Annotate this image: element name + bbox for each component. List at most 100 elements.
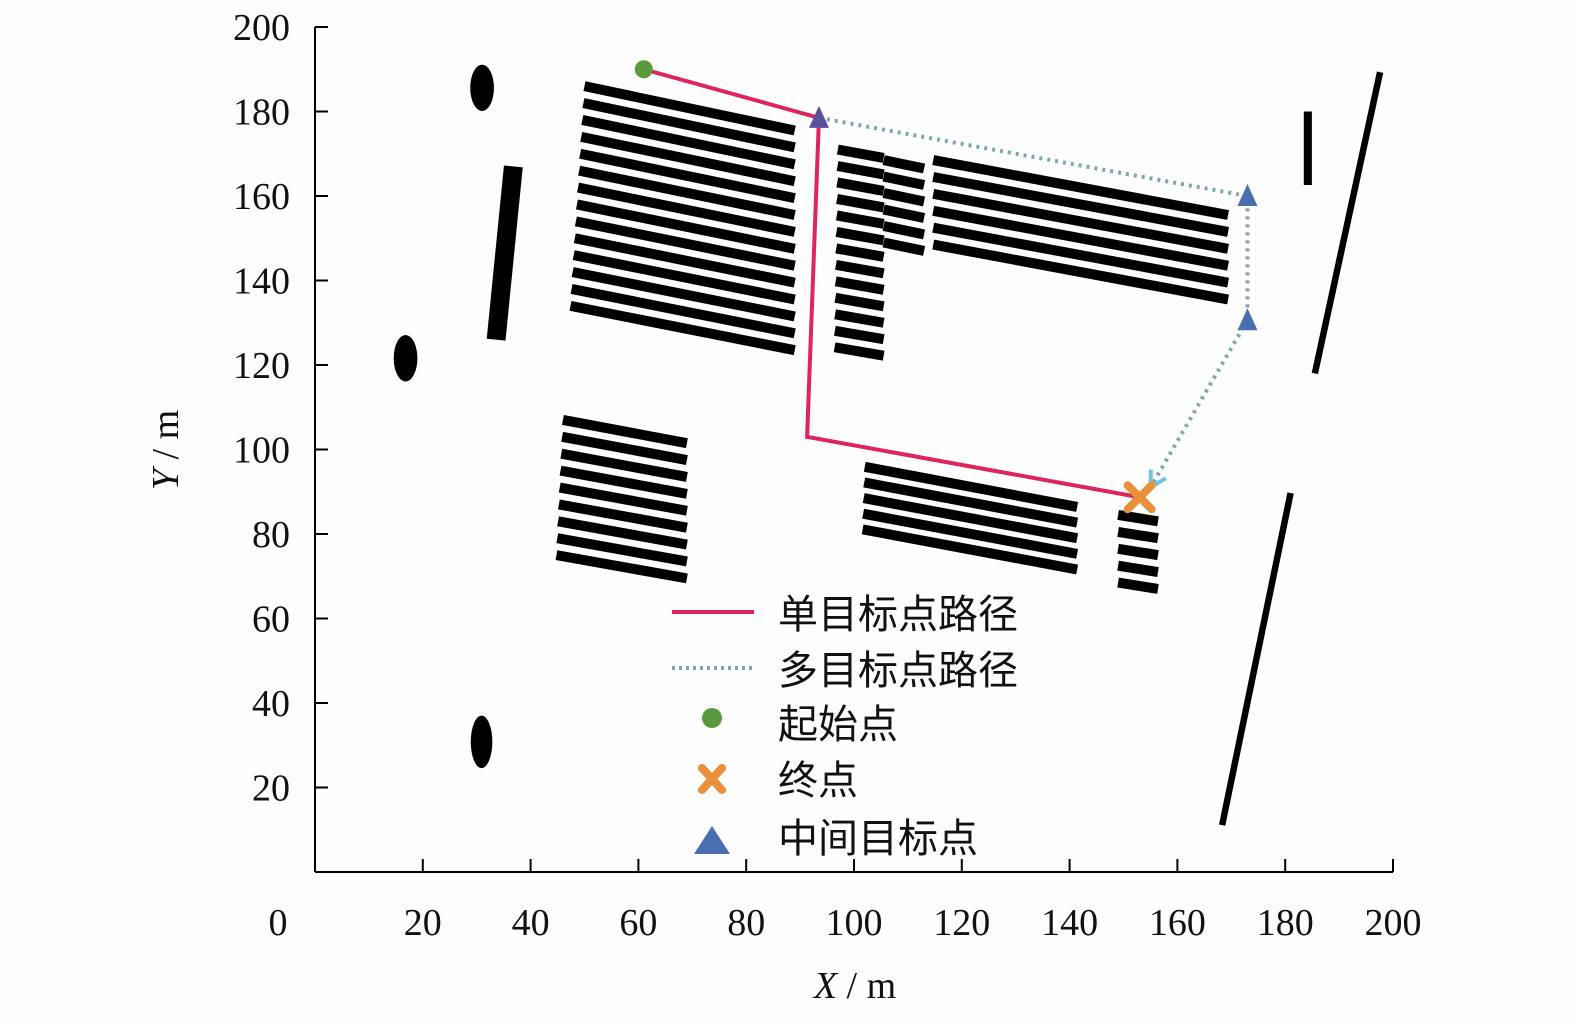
obstacle-stripe [569,300,796,356]
obstacle-stripe [561,431,688,465]
obstacle-stripe [834,325,885,345]
obstacle-stripe [861,524,1079,575]
legend: 单目标点路径 多目标点路径 起始点 终点 中间目标点 [672,592,1018,862]
intermediate-point-marker [1237,308,1258,331]
x-tick-label: 40 [512,902,550,944]
x-tick-label: 20 [404,902,442,944]
x-tick-label: 200 [1365,902,1422,944]
legend-label-intermediate: 中间目标点 [778,816,978,862]
obstacle-stripe [834,292,885,312]
obstacle-stripe [882,204,926,223]
obstacle-stripe [932,172,1229,237]
obstacle-stripe [863,461,1079,512]
y-tick-label: 160 [233,176,290,218]
obstacle-stripe [580,131,796,187]
obstacle-stripe [578,165,796,220]
obstacle-stripe [835,259,885,279]
obstacle-stripe [562,415,688,449]
obstacle-wall [1218,492,1294,826]
obstacle-stripe [1117,543,1159,561]
obstacle-stripe [557,516,688,550]
obstacle-stripe [559,465,688,499]
legend-end-marker [698,764,726,794]
obstacle-wall [486,165,523,341]
y-tick-label: 200 [233,7,290,49]
y-tick-label: 140 [233,261,290,303]
obstacle-stripe [583,81,796,136]
obstacle-stripe [558,499,688,533]
obstacle-stripe [835,210,885,229]
y-tick-label: 60 [252,599,290,641]
y-tick-label: 20 [252,768,290,810]
x-tick-label: 60 [619,902,657,944]
obstacle-blob [393,335,418,382]
obstacle-blob [470,64,494,112]
y-tick-label: 100 [233,430,290,472]
obstacle-stripe [579,148,796,204]
obstacle-stripe [835,243,885,262]
obstacle-stripe [834,309,885,328]
obstacle-stripe [836,161,885,180]
x-tick-label: 180 [1257,902,1314,944]
y-tick-label: 120 [233,345,290,387]
x-tick-label: 160 [1149,902,1206,944]
obstacle-stripe [862,493,1079,544]
obstacle-stripe [932,155,1229,220]
obstacle-stripe [572,250,796,305]
legend-label-end: 终点 [778,758,858,804]
obstacle-stripe [836,144,885,163]
obstacle-stripe [575,199,796,254]
obstacle-stripe [882,188,926,207]
start-point-marker [634,60,653,79]
y-tick-label: 180 [233,92,290,134]
obstacle-stripe [834,276,885,295]
legend-label-start: 起始点 [778,702,898,748]
obstacle-stripe [863,477,1079,528]
single-target-path [643,67,1141,500]
obstacle-stripe [577,182,796,237]
obstacle-stripe [555,550,688,584]
obstacle-stripe [581,115,796,170]
intermediate-point-marker [1237,184,1258,206]
obstacle-stripe [570,284,796,339]
origin-label: 0 [269,902,288,944]
obstacle-stripe [556,533,688,567]
x-tick-label: 80 [727,902,765,944]
markers [634,60,1258,514]
x-tick-label: 120 [933,902,990,944]
obstacle-stripe [835,226,885,246]
obstacle-stripe [571,267,796,322]
obstacle-stripe [882,221,926,240]
obstacle-stripe [836,177,885,196]
obstacle-stripe [560,448,688,482]
obstacle-stripe [836,194,885,213]
obstacle-stripe [1117,526,1159,544]
obstacle-stripe [932,222,1229,288]
obstacle-stripe [862,508,1079,559]
obstacle-blob [470,715,493,769]
x-axis-title: X / m [812,965,896,1007]
obstacle-stripe [833,342,885,361]
obstacle-stripe [1117,560,1159,577]
intermediate-point-marker [808,105,829,128]
obstacle-stripe [582,98,796,153]
multi-target-path [818,115,1250,489]
legend-label-multi-path: 多目标点路径 [778,648,1018,694]
x-tick-label: 100 [826,902,883,944]
obstacle-stripe [932,239,1229,305]
obstacle-stripe [882,155,926,174]
obstacle-wall [1311,71,1384,375]
obstacle-stripe [882,237,926,256]
legend-start-marker [702,708,722,728]
obstacle-stripe [1117,510,1159,527]
legend-intermediate-marker [694,826,730,854]
end-point-marker [1123,481,1156,514]
legend-label-single-path: 单目标点路径 [778,592,1018,638]
obstacle-stripe [574,216,796,271]
obstacle-stripe [573,233,796,288]
obstacle-stripe [932,205,1229,271]
y-axis-title: Y / m [145,410,187,490]
y-tick-label: 80 [252,514,290,556]
